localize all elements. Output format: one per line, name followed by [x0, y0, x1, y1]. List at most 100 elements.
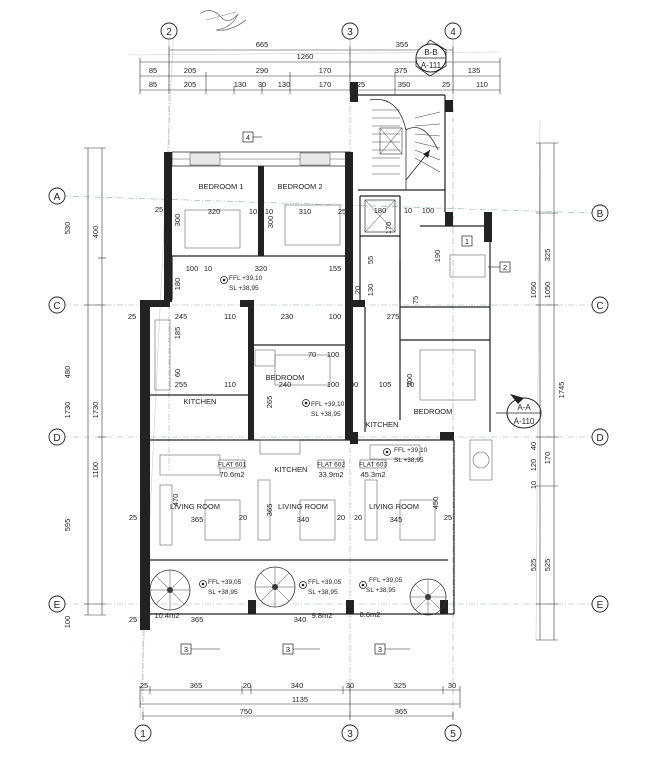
room-living-1: LIVING ROOM [170, 502, 220, 511]
stair-core [364, 98, 441, 233]
dim-k-70: 70 [308, 350, 316, 359]
level-ffl-5: FFL +39,05 [308, 579, 342, 586]
dim-20a: 20 [239, 513, 247, 522]
dim-bottom-25: 25 [140, 681, 148, 690]
balcony-area-1: 10.4m2 [154, 611, 179, 620]
dim-top-r2-170: 170 [319, 66, 332, 75]
dim-320: 320 [255, 264, 268, 273]
dim-25d: 25 [129, 513, 137, 522]
dim-bottom-365b: 365 [395, 707, 408, 716]
dim-top-r2-375: 375 [395, 66, 408, 75]
level-ffl-4: FFL +39,05 [208, 579, 242, 586]
dim-k-180: 180 [173, 278, 182, 291]
dim-300b: 300 [405, 374, 414, 387]
grid-label-1: 1 [140, 729, 146, 740]
level-sl-6: SL +38,95 [366, 587, 396, 594]
dim-st-20: 20 [353, 286, 362, 294]
dim-bottom-750: 750 [240, 707, 253, 716]
dim-b1-height: 300 [173, 214, 182, 227]
level-ffl-3: FFL +39,10 [394, 447, 428, 454]
level-ffl-1: FFL +39,10 [229, 275, 263, 282]
flat-601-name: FLAT 601 [218, 462, 246, 469]
dim-245: 245 [175, 312, 188, 321]
dim-st-10: 10 [404, 206, 412, 215]
dim-right-120: 120 [529, 459, 538, 472]
dim-right-325: 325 [543, 249, 552, 262]
dim-bottom-30a: 30 [346, 681, 354, 690]
level-ffl-6: FFL +39,05 [369, 577, 403, 584]
level-sl-1: SL +38,95 [229, 285, 259, 292]
dim-470: 470 [171, 494, 180, 507]
dim-st-130: 130 [366, 284, 375, 297]
dim-110: 110 [224, 312, 236, 321]
dim-b-25b: 25 [338, 207, 346, 216]
dim-105: 105 [379, 380, 392, 389]
dim-10c: 10 [204, 264, 212, 273]
grid-label-d-right: D [596, 433, 603, 444]
tag-3a: 3 [184, 645, 188, 654]
dim-right-525-a: 525 [529, 559, 538, 572]
dim-b-10a: 10 [249, 207, 257, 216]
dim-bal-365: 365 [191, 615, 204, 624]
dim-st-190: 190 [433, 250, 442, 263]
dim-240: 240 [279, 380, 292, 389]
grid-bubbles-right: B C D E [591, 204, 609, 613]
grid-label-a: A [54, 192, 61, 203]
tag-2: 2 [503, 263, 507, 272]
level-sl-2: SL +38,95 [311, 411, 341, 418]
dim-k-100: 100 [327, 350, 340, 359]
dim-b-25a: 25 [155, 205, 163, 214]
grid-bubbles-left: A C D E [48, 187, 66, 613]
grid-label-e-left: E [54, 600, 61, 611]
dim-lr-365: 365 [191, 515, 204, 524]
grid-label-c-left: C [53, 301, 60, 312]
dim-200: 200 [346, 380, 359, 389]
dim-b1-width: 320 [208, 207, 221, 216]
dim-top-1260: 1260 [297, 52, 314, 61]
dim-25e: 25 [444, 513, 452, 522]
dim-left-400-inner: 400 [91, 226, 100, 239]
grid-label-c-right: C [596, 301, 603, 312]
dim-left-480: 480 [63, 366, 72, 379]
room-bedroom-right: BEDROOM [414, 407, 453, 416]
level-sl-3: SL +38,95 [394, 457, 424, 464]
dim-left-100: 100 [63, 616, 72, 629]
dim-top-r3-110: 110 [476, 80, 488, 89]
dim-left-1100-inner: 1100 [91, 462, 100, 478]
dim-bottom-365: 365 [190, 681, 203, 690]
right-dimension-chains [536, 142, 558, 641]
dim-10d: 10 [406, 380, 414, 389]
room-bedroom-2: BEDROOM 2 [277, 182, 322, 191]
section-marker-bb [415, 39, 447, 77]
dim-450: 450 [431, 497, 440, 510]
dim-bottom-30b: 30 [448, 681, 456, 690]
flat-602-box [317, 459, 345, 469]
section-marker-aa [496, 394, 542, 429]
dim-lr-345: 345 [390, 515, 403, 524]
flat-601-box [218, 459, 246, 469]
grid-label-e-right: E [597, 600, 604, 611]
grid-label-2: 2 [166, 27, 172, 38]
dim-bottom-325: 325 [394, 681, 407, 690]
section-aa-ref: A-110 [514, 417, 535, 426]
dim-k-185: 185 [173, 327, 182, 340]
dim-275: 275 [387, 312, 400, 321]
dim-left-530: 530 [63, 222, 72, 235]
dim-st-55: 55 [366, 256, 375, 264]
grid-label-4: 4 [450, 27, 456, 38]
dim-right-1745: 1745 [557, 382, 566, 399]
dim-right-1050-b: 1050 [543, 282, 552, 299]
dim-top-r3-130a: 130 [234, 80, 247, 89]
dim-365v: 365 [265, 504, 274, 517]
level-markers [199, 276, 391, 589]
grid-label-3-bottom: 3 [347, 729, 353, 740]
room-kitchen-right: KITCHEN [366, 420, 399, 429]
tag-3c: 3 [378, 645, 382, 654]
dim-top-r3-25a: 25 [357, 80, 365, 89]
room-bedroom-mid: BEDROOM [266, 373, 305, 382]
flat-601-area: 70.6m2 [219, 470, 244, 479]
dim-right-1050-a: 1050 [529, 282, 538, 299]
flat-603-area: 45.3m2 [360, 470, 385, 479]
dim-bottom-1135: 1135 [292, 695, 308, 704]
